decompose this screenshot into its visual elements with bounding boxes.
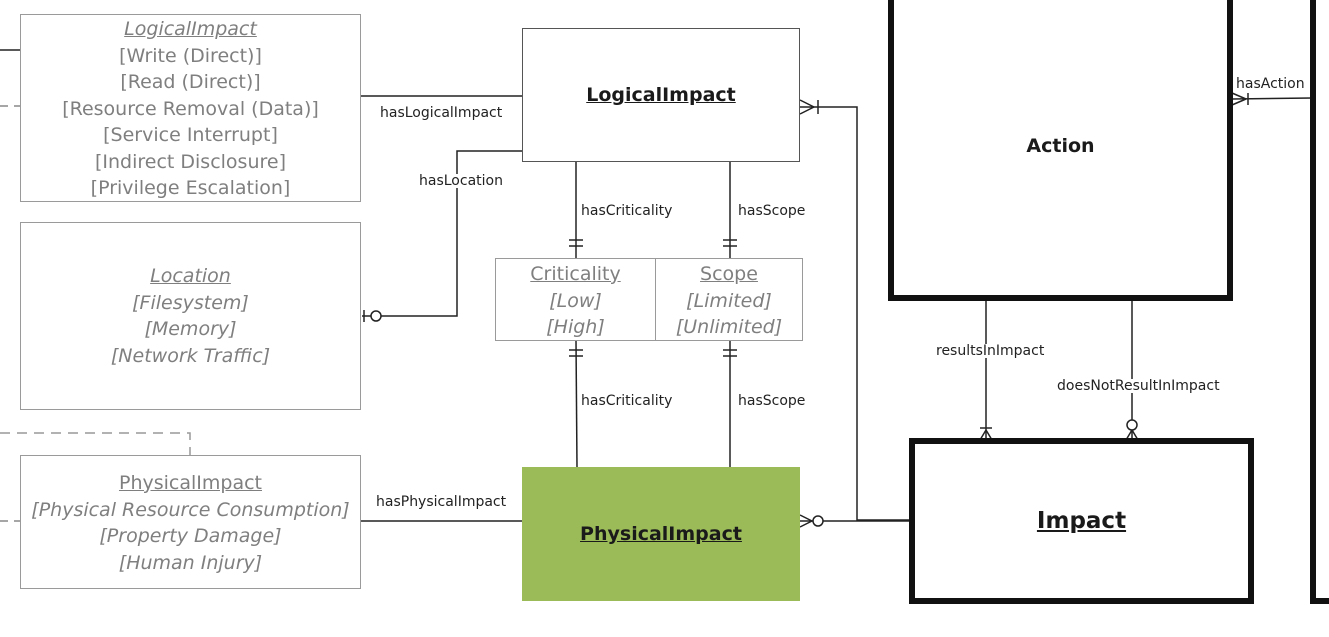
has-location-line — [362, 150, 522, 317]
logical-impact-entity[interactable]: LogicalImpact — [522, 28, 800, 162]
physical-impact-entity[interactable]: PhysicalImpact — [522, 467, 800, 601]
criticality-item: [High] — [546, 316, 605, 338]
logical-attributes-title: LogicalImpact — [124, 18, 257, 40]
has-criticality-top-label: hasCriticality — [581, 203, 673, 219]
location-attribute-item: [Network Traffic] — [110, 344, 271, 367]
logical-attribute-item: [Resource Removal (Data)] — [62, 97, 319, 120]
criticality-title: Criticality — [530, 263, 621, 285]
physical-attributes-title: PhysicalImpact — [118, 472, 262, 494]
scope-attributes: Scope [Limited] [Unlimited] — [655, 258, 803, 341]
location-zero-circle — [370, 310, 382, 322]
physical-crow1 — [799, 514, 813, 522]
has-action-label: hasAction — [1236, 76, 1305, 92]
physical-attribute-item: [Physical Resource Consumption] — [31, 498, 350, 521]
results-in-impact-label: resultsInImpact — [936, 343, 1045, 359]
impact-entity-label: Impact — [1036, 508, 1127, 534]
has-scope-top-label: hasScope — [738, 203, 806, 219]
physical-attribute-item: [Property Damage] — [99, 525, 282, 547]
logical-attribute-item: [Read (Direct)] — [120, 71, 261, 93]
criticality-attributes: Criticality [Low] [High] — [495, 258, 656, 341]
offscreen-entity-edge — [1310, 0, 1329, 604]
logical-attribute-item: [Privilege Escalation] — [90, 177, 291, 199]
logical-attribute-item: [Indirect Disclosure] — [94, 150, 286, 173]
logical-impact-entity-label: LogicalImpact — [586, 84, 736, 106]
location-attributes-title: Location — [150, 265, 231, 287]
action-crow1 — [1231, 92, 1247, 100]
logical-crow1 — [799, 99, 815, 108]
logical-crow2 — [799, 106, 815, 115]
physical-attribute-item: [Human Injury] — [118, 551, 263, 574]
location-attribute-item: [Memory] — [144, 318, 237, 340]
action-crow2 — [1231, 98, 1247, 106]
physical-zero-circle — [812, 515, 824, 527]
scope-item: [Limited] — [686, 289, 772, 312]
stub-dashed-mid — [0, 432, 191, 455]
has-location-label: hasLocation — [419, 173, 503, 189]
logical-attribute-item: [Write (Direct)] — [119, 44, 262, 67]
does-not-result-in-impact-label: doesNotResultInImpact — [1057, 378, 1220, 394]
scope-item: [Unlimited] — [675, 316, 783, 338]
has-criticality-bottom-label: hasCriticality — [581, 393, 673, 409]
logical-to-impact-line — [800, 106, 910, 521]
does-not-zero-circle — [1126, 419, 1138, 431]
criticality-item: [Low] — [549, 289, 602, 312]
impact-entity[interactable]: Impact — [909, 438, 1254, 604]
location-attribute-item: [Filesystem] — [132, 291, 249, 314]
has-scope-bottom-label: hasScope — [738, 393, 806, 409]
action-entity-label: Action — [1026, 134, 1095, 157]
action-entity[interactable]: Action — [888, 0, 1233, 301]
has-physical-impact-label: hasPhysicalImpact — [376, 494, 507, 510]
logical-attribute-item: [Service Interrupt] — [103, 124, 278, 146]
has-logical-impact-label: hasLogicalImpact — [380, 105, 503, 121]
scope-title: Scope — [700, 263, 758, 285]
has-criticality-bottom-line — [575, 340, 578, 468]
physical-crow2 — [799, 520, 813, 528]
location-attributes: Location [Filesystem] [Memory] [Network … — [20, 222, 361, 410]
physical-impact-entity-label: PhysicalImpact — [580, 523, 742, 545]
logical-impact-attributes: LogicalImpact [Write (Direct)] [Read (Di… — [20, 14, 361, 202]
physical-impact-attributes: PhysicalImpact [Physical Resource Consum… — [20, 455, 361, 589]
